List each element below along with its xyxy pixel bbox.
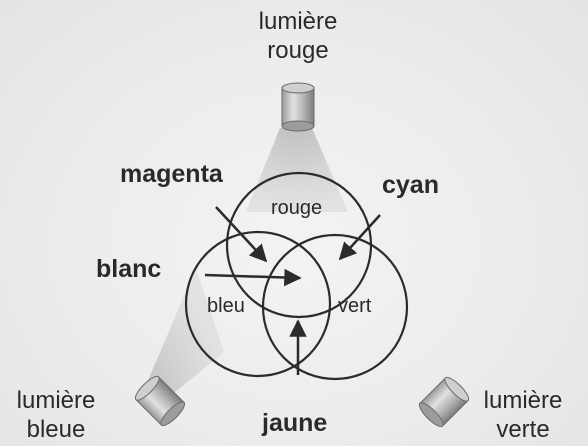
magenta-arrow-icon	[216, 207, 266, 261]
red-projector-icon	[282, 83, 314, 131]
red-light-label-line1: lumière	[248, 7, 348, 36]
circle-label-bleu: bleu	[207, 295, 245, 318]
green-light-label: lumière verte	[473, 386, 573, 444]
green-light-label-line2: verte	[473, 415, 573, 444]
red-light-label: lumière rouge	[248, 7, 348, 65]
mixture-label-blanc: blanc	[96, 255, 161, 284]
circle-label-rouge: rouge	[271, 197, 322, 220]
cyan-arrow-icon	[340, 215, 380, 259]
mixture-label-jaune: jaune	[262, 409, 327, 438]
green-projector-icon	[416, 374, 471, 429]
blue-light-label-line2: bleue	[6, 415, 106, 444]
blue-light-label: lumière bleue	[6, 386, 106, 444]
mixture-label-magenta: magenta	[120, 160, 223, 189]
blanc-arrow-icon	[205, 275, 300, 278]
blue-light-label-line1: lumière	[6, 386, 106, 415]
mixture-label-cyan: cyan	[382, 171, 439, 200]
green-light-label-line1: lumière	[473, 386, 573, 415]
circle-label-vert: vert	[338, 295, 371, 318]
red-light-label-line2: rouge	[248, 36, 348, 65]
